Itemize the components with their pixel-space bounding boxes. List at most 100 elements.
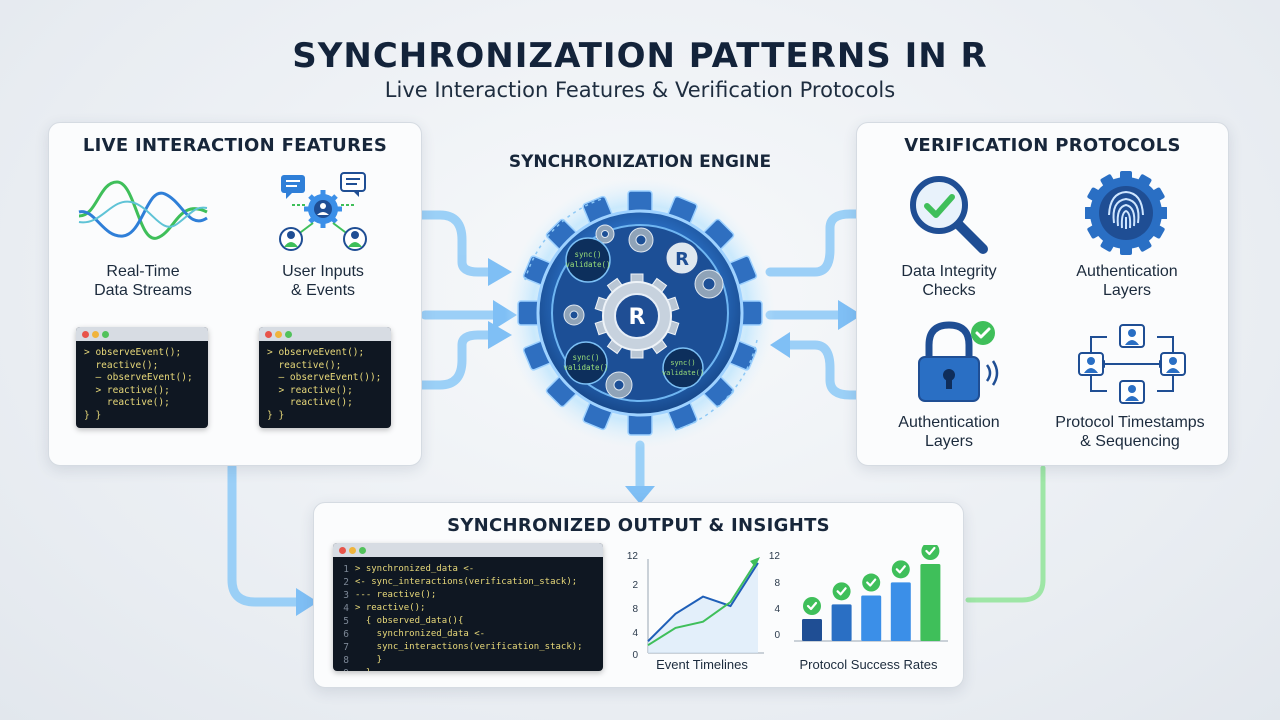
user-network-icon	[279, 172, 367, 251]
code-line: > reactive();	[267, 384, 353, 396]
bar-chart-plot	[794, 545, 948, 642]
shield-gear-tooth	[1087, 187, 1103, 203]
bar	[802, 619, 822, 641]
user-sequence-network-icon	[1078, 324, 1186, 404]
y-tick: 4	[774, 604, 780, 615]
code-lines: > observeEvent(); reactive(); — observeE…	[259, 341, 391, 422]
code-line: sync_interactions(verification_stack);	[355, 642, 583, 652]
magnifier-check-icon	[910, 176, 988, 254]
page-title: SYNCHRONIZATION PATTERNS IN R	[292, 36, 988, 76]
code-line: reactive();	[267, 359, 342, 371]
check-icon	[832, 582, 851, 601]
minimize-dot-icon	[92, 331, 99, 338]
output-panel-title: SYNCHRONIZED OUTPUT & INSIGHTS	[447, 515, 830, 536]
code-line: }	[355, 667, 597, 671]
code-lines: > observeEvent(); reactive(); — observeE…	[76, 341, 208, 422]
protocol-success-rates-chart: 12 8 4 0 Protocol Success Rates	[766, 545, 951, 681]
series-area	[648, 562, 758, 653]
line-number-gutter: 1 2 3 4 5 6 7 8 9 10	[343, 564, 349, 671]
shield-gear-tooth	[1120, 171, 1132, 183]
maximize-dot-icon	[102, 331, 109, 338]
y-tick: 8	[632, 604, 638, 615]
check-mark	[806, 601, 818, 611]
code-line: > observeEvent();	[267, 347, 365, 358]
blue-flow-pipes	[227, 209, 880, 607]
line-chart-plot	[647, 557, 764, 654]
close-dot-icon	[82, 331, 89, 338]
live-panel-title: LIVE INTERACTION FEATURES	[82, 135, 388, 156]
maximize-dot-icon	[359, 547, 366, 554]
series-line-2	[647, 558, 759, 647]
protocol-success-rates-caption: Protocol Success Rates	[799, 657, 938, 672]
code-line: } }	[84, 409, 102, 421]
y-tick: 8	[774, 578, 780, 589]
window-titlebar	[259, 327, 391, 341]
code-line: { observed_data(){	[355, 616, 464, 626]
data-integrity-checks-label: Data Integrity Checks	[901, 263, 997, 299]
shield-gear-tooth	[1120, 243, 1132, 255]
synchronized-output-panel: SYNCHRONIZED OUTPUT & INSIGHTS 1 2 3 4 5…	[313, 502, 964, 688]
shield-gear-tooth	[1149, 187, 1165, 203]
y-tick: 0	[632, 650, 638, 661]
code-line: — observeEvent());	[267, 372, 382, 383]
snippet-2-line-2: validate()	[563, 363, 608, 372]
code-line: reactive();	[84, 359, 159, 371]
minimize-dot-icon	[275, 331, 282, 338]
maximize-dot-icon	[285, 331, 292, 338]
code-line: }	[355, 655, 383, 665]
code-line: reactive();	[84, 397, 170, 408]
bar	[890, 582, 911, 641]
close-dot-icon	[339, 547, 346, 554]
shield-gear-tooth	[1087, 223, 1103, 239]
y-tick: 12	[626, 551, 638, 562]
check-icon	[891, 560, 910, 579]
shield-gear-tooth	[1149, 223, 1165, 239]
code-line: > reactive();	[355, 603, 426, 613]
check-mark	[866, 578, 877, 587]
user-inputs-events-label: User Inputs & Events	[282, 263, 364, 299]
authentication-layers-top-label: Authentication Layers	[1076, 263, 1178, 299]
center-r-letter: R	[629, 305, 646, 330]
window-titlebar	[76, 327, 208, 341]
event-timelines-caption: Event Timelines	[656, 657, 748, 672]
check-mark	[836, 587, 847, 596]
shield-gear-tooth	[1085, 207, 1096, 219]
top-r-letter: R	[675, 249, 689, 270]
fingerprint-shield-icon	[1085, 171, 1167, 255]
snippet-1-line-1: sync()	[574, 250, 601, 259]
code-line: --- reactive();	[355, 590, 437, 600]
code-line: <- sync_interactions(verification_stack)…	[355, 577, 578, 587]
shield-gear-tooth	[1136, 236, 1152, 252]
shield-gear-tooth	[1136, 174, 1152, 190]
code-line: > observeEvent();	[84, 347, 182, 358]
event-timelines-chart: 12 2 8 4 0 Event Timelines	[624, 551, 764, 681]
sync-engine-gear-icon: R R sync() validate() sync() validate() …	[505, 180, 775, 448]
wave-stream-icon	[78, 180, 208, 240]
live-interaction-panel: LIVE INTERACTION FEATURES Real-Time Data…	[48, 122, 422, 466]
y-tick: 0	[774, 630, 780, 641]
y-tick: 12	[768, 551, 780, 562]
check-icon	[862, 573, 881, 592]
shield-gear-tooth	[1156, 207, 1167, 219]
trend-arrowhead	[750, 557, 760, 567]
code-line: > reactive();	[84, 384, 170, 396]
snippet-3-line-2: validate()	[662, 369, 704, 377]
verification-protocols-panel: VERIFICATION PROTOCOLS Data Integrity Ch…	[856, 122, 1229, 466]
check-mark	[895, 565, 906, 574]
close-dot-icon	[265, 331, 272, 338]
code-line: > synchronized_data <-	[355, 564, 475, 574]
bar	[920, 564, 941, 641]
window-titlebar	[333, 543, 603, 557]
engine-title: SYNCHRONIZATION ENGINE	[508, 152, 772, 172]
code-line: — observeEvent();	[84, 372, 193, 383]
minimize-dot-icon	[349, 547, 356, 554]
bar	[861, 595, 882, 641]
bar	[831, 604, 852, 641]
padlock-check-icon	[918, 321, 999, 402]
code-line: } }	[267, 409, 285, 421]
code-lines: > synchronized_data <- <- sync_interacti…	[333, 557, 603, 671]
check-mark	[925, 546, 936, 556]
shield-gear-tooth	[1100, 174, 1116, 190]
authentication-layers-bottom-label: Authentication Layers	[898, 414, 1000, 450]
y-tick: 2	[632, 580, 638, 591]
